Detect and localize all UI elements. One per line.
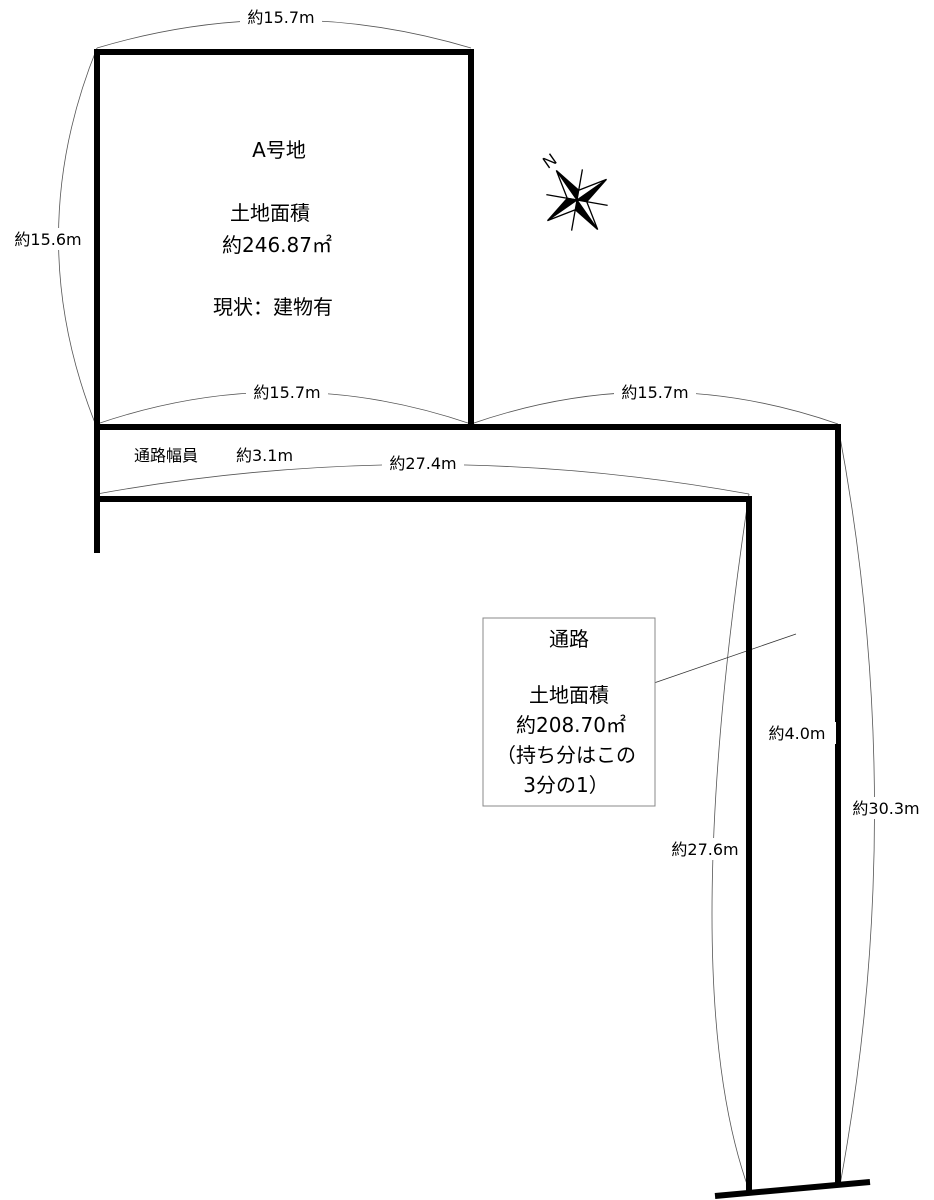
compass-north-letter: N: [539, 150, 560, 173]
road-outer-boundary: [97, 424, 841, 1184]
road-note-share-line1: （持ち分はこの: [496, 743, 636, 767]
compass-rose-icon: N: [539, 150, 608, 231]
road-note-share-line2: 3分の1）: [523, 773, 608, 797]
dim-label-road-bottom-width: 約4.0m: [768, 724, 825, 743]
road-bottom-edge: [714, 1179, 871, 1199]
dim-label-lot-top: 約15.7m: [247, 8, 314, 27]
dim-label-road-top-right: 約15.7m: [621, 383, 688, 402]
road-note-area-value: 約208.70㎡: [516, 713, 626, 737]
dim-label-road-inner-top: 約27.4m: [389, 454, 456, 473]
road-leader-line: [653, 633, 797, 684]
lot-a-area-value: 約246.87㎡: [222, 233, 332, 257]
road-width-value: 約3.1m: [236, 446, 293, 465]
road-note-box: 通路 土地面積 約208.70㎡ （持ち分はこの 3分の1）: [482, 617, 656, 807]
lot-a-status: 現状：建物有: [213, 295, 333, 319]
road-note-title: 通路: [549, 627, 589, 651]
lot-a-name: A号地: [252, 138, 306, 162]
dim-label-road-inner-right: 約27.6m: [671, 840, 738, 859]
road-width-label: 通路幅員: [134, 446, 198, 465]
dim-label-lot-left: 約15.6m: [14, 230, 81, 249]
road-note-area-label: 土地面積: [529, 683, 609, 707]
lot-a-boundary: [97, 49, 474, 428]
dim-arc-road-inner-right: [711, 493, 750, 1191]
dim-label-road-outer-right: 約30.3m: [852, 799, 919, 818]
dim-label-lot-bottom: 約15.7m: [253, 383, 320, 402]
road-inner-boundary: [97, 496, 752, 1192]
lot-a-area-label: 土地面積: [230, 201, 310, 225]
